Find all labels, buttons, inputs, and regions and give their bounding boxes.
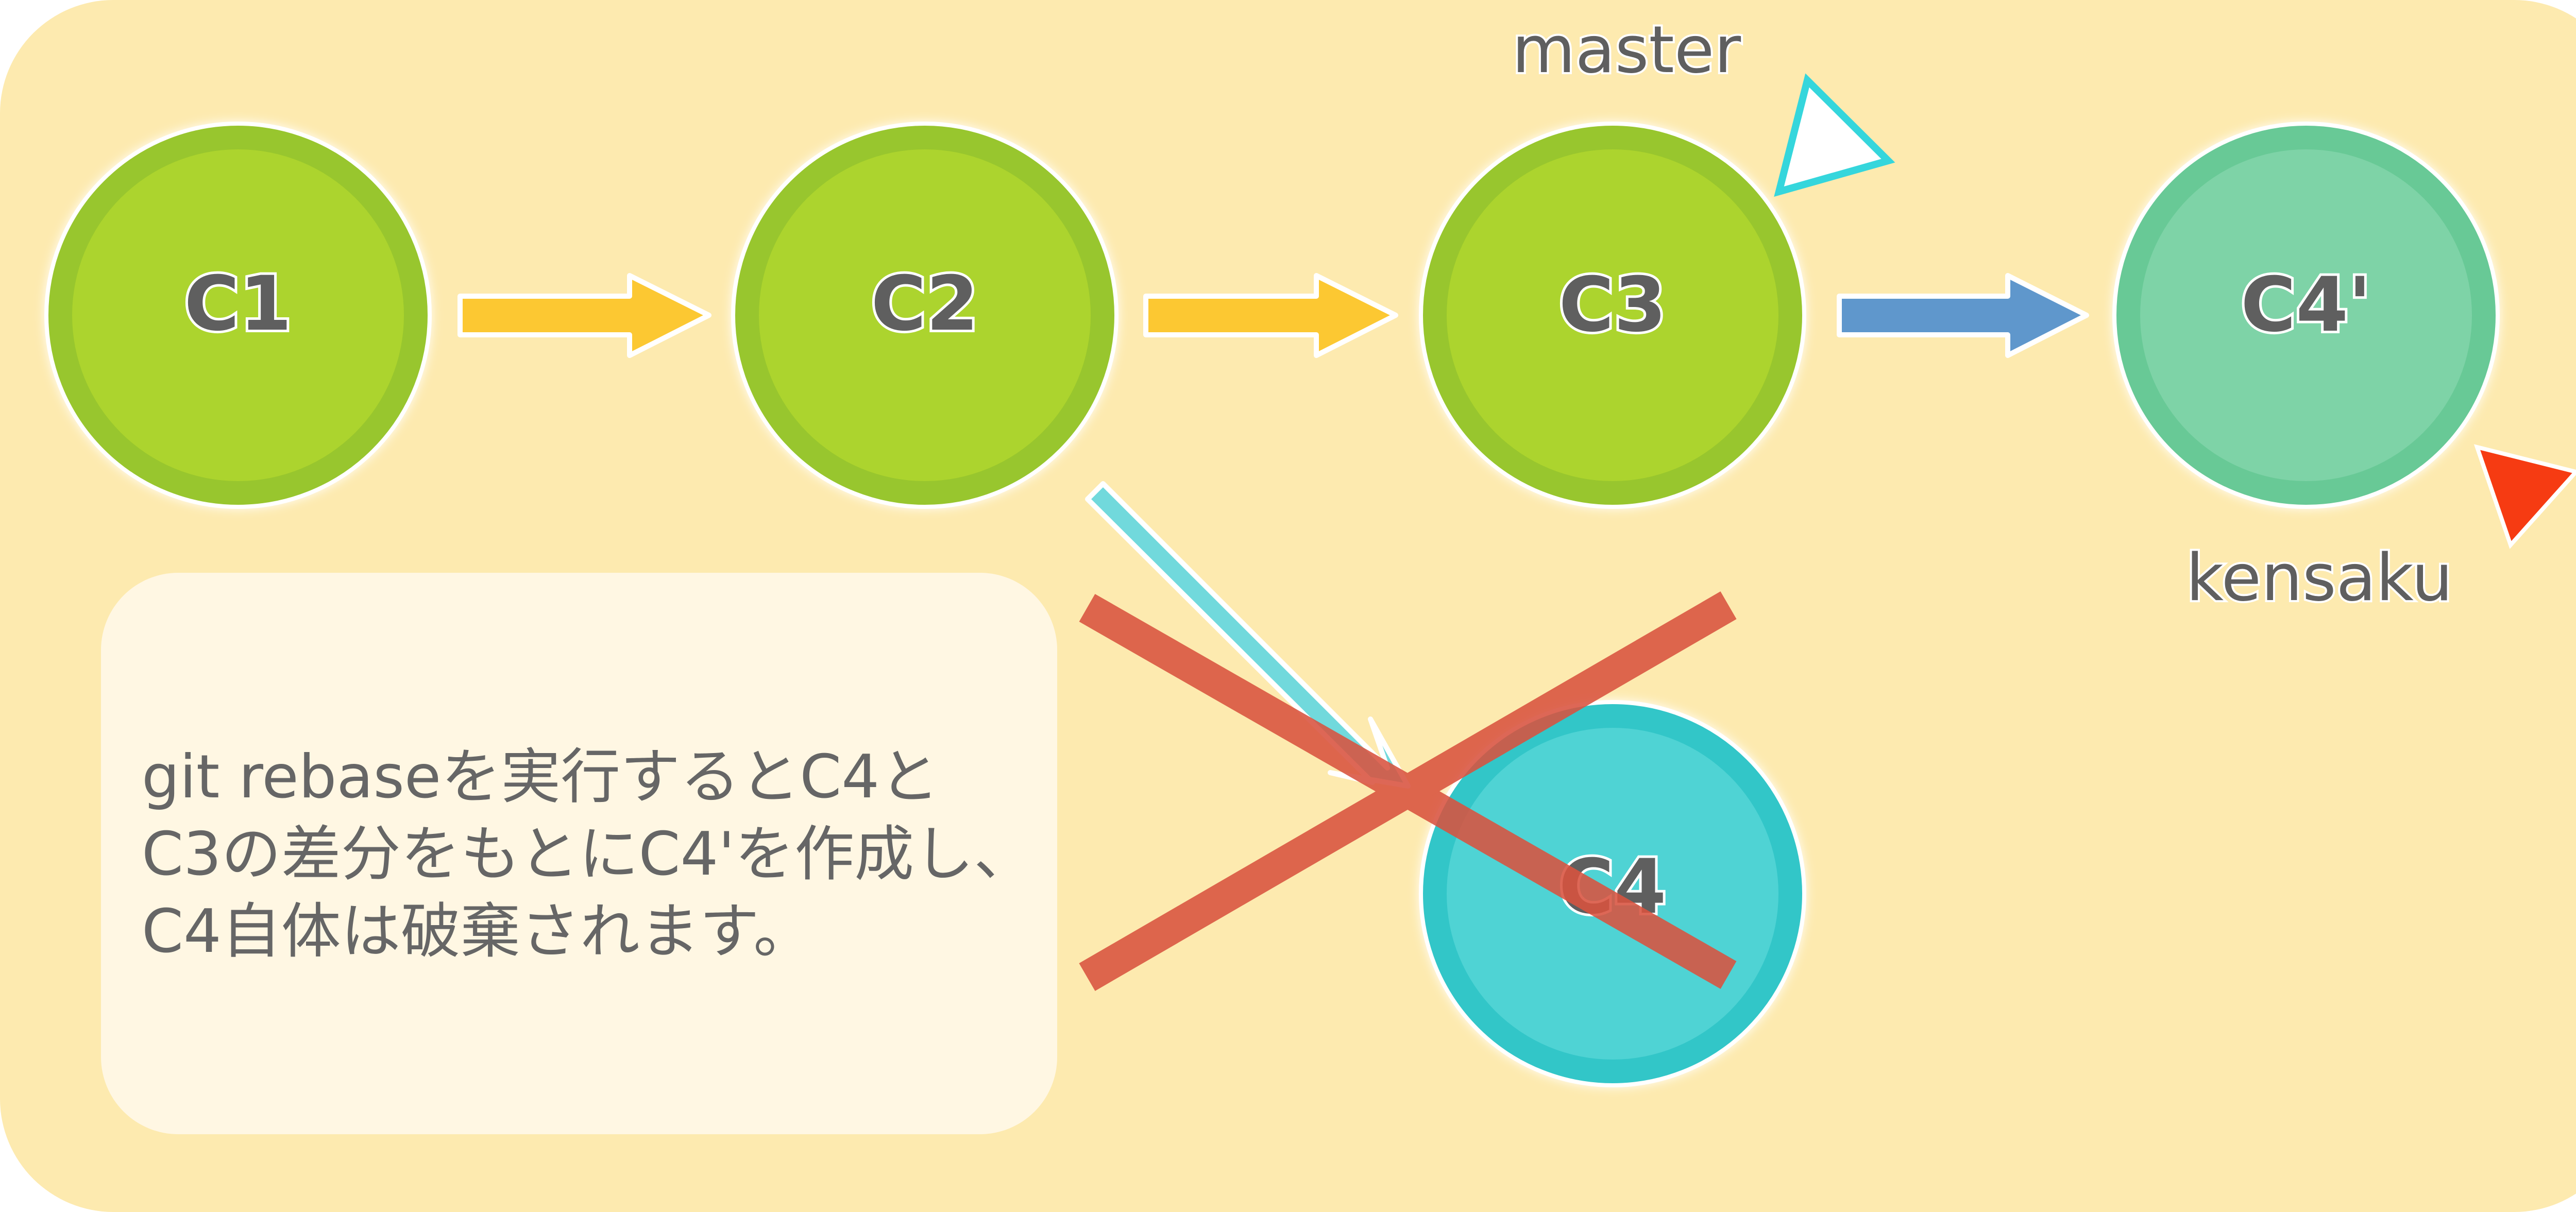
kensaku-pointer-icon: [2473, 444, 2576, 549]
commit-c2-label: C2: [871, 260, 979, 348]
arrow-c3-to-c4-new: [1837, 273, 2089, 358]
note-line-2: C3の差分をもとにC4'を作成し、: [142, 820, 1033, 889]
master-branch-label: master: [1512, 12, 1741, 88]
commit-c3-label: C3: [1559, 261, 1667, 349]
commit-c1-label: C1: [184, 260, 292, 348]
note-box: [101, 573, 1057, 1134]
kensaku-branch-label: kensaku: [2186, 540, 2453, 616]
note-line-1: git rebaseを実行するとC4と: [142, 742, 939, 812]
commit-c4-new: [2112, 122, 2500, 509]
commit-c1: [44, 122, 432, 509]
commit-c3: [1419, 122, 1806, 509]
discard-cross-mark: [1079, 591, 1737, 991]
note-line-3: C4自体は破棄されます。: [142, 897, 813, 966]
commit-c2: [731, 122, 1118, 509]
arrow-c2-to-c3: [1143, 273, 1398, 358]
note-text: git rebaseを実行するとC4と C3の差分をもとにC4'を作成し、 C4…: [142, 742, 1036, 966]
arrow-c1-to-c2: [457, 273, 711, 358]
commit-c4-new-label: C4': [2241, 261, 2371, 349]
master-pointer-icon: [1774, 73, 1895, 197]
